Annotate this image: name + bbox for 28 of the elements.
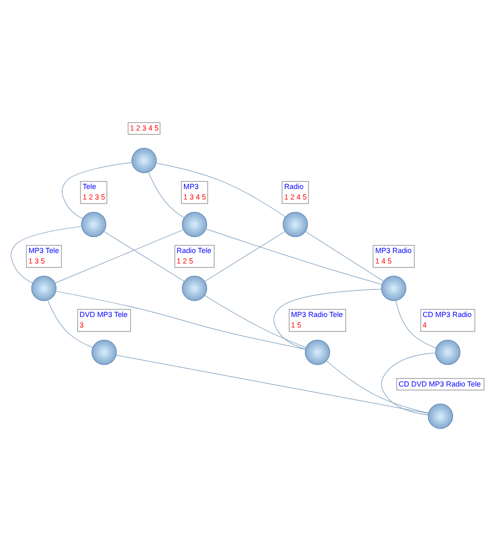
node-circle xyxy=(92,339,117,364)
connector xyxy=(48,299,93,348)
node-circle xyxy=(81,211,106,237)
connector xyxy=(54,228,184,283)
connector xyxy=(56,290,306,350)
connector xyxy=(274,288,382,349)
node-circle xyxy=(182,211,208,237)
node-circle xyxy=(131,147,157,173)
connector xyxy=(305,230,384,282)
node-circle xyxy=(182,275,208,300)
connector xyxy=(104,230,185,282)
connector xyxy=(395,300,437,348)
connector xyxy=(326,360,429,413)
connector xyxy=(10,226,82,283)
connector xyxy=(204,294,306,348)
node-circle xyxy=(428,403,454,428)
node-circle xyxy=(31,275,56,300)
connector xyxy=(381,352,436,415)
connector xyxy=(204,230,286,282)
node-circle xyxy=(304,339,330,364)
connector xyxy=(156,162,286,217)
node-circle xyxy=(381,275,406,300)
node-circle xyxy=(435,339,460,364)
connector xyxy=(148,171,184,218)
connector xyxy=(206,228,382,284)
connector xyxy=(62,162,132,219)
connector xyxy=(116,354,429,414)
node-circle xyxy=(282,211,308,237)
